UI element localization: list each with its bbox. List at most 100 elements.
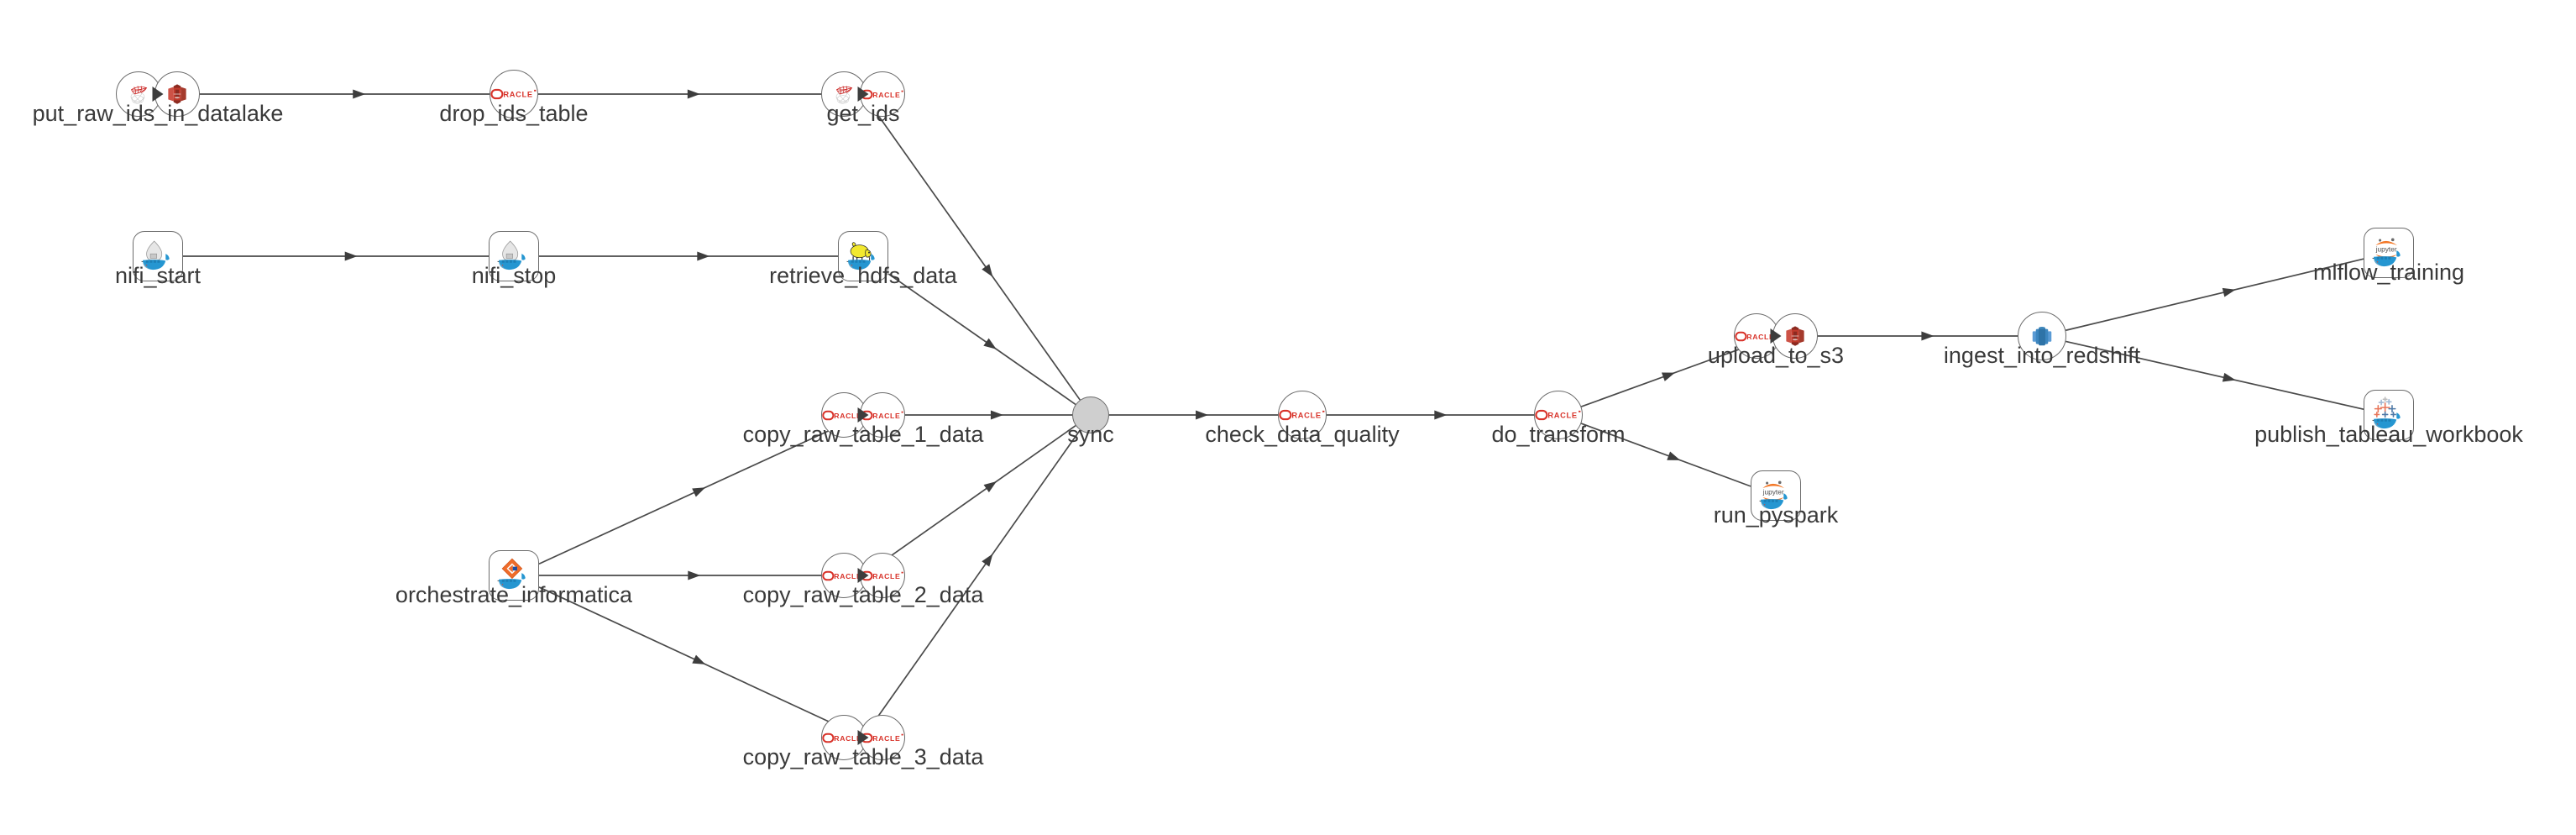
pair-joint-arrow-icon xyxy=(1770,328,1782,344)
dag-node-copy_raw_table_3_data[interactable]: RACLE RACLE copy_raw_table_3_data xyxy=(743,715,983,769)
node-shape: RACLE xyxy=(490,70,538,118)
edge-arrowhead-icon xyxy=(697,251,710,261)
edge-arrowhead-icon xyxy=(1667,451,1681,460)
dag-node-label: upload_to_s3 xyxy=(1707,343,1845,368)
dag-node-ingest_into_redshift[interactable]: ingest_into_redshift xyxy=(1944,312,2140,368)
edge-arrowhead-icon xyxy=(353,89,366,99)
pair-joint-arrow-icon xyxy=(857,87,869,102)
node-icon-pair: RACLE xyxy=(1734,313,1818,359)
dag-node-label: mlflow_training xyxy=(2312,260,2465,285)
dag-edge-do_transform-to-upload_to_s3 xyxy=(1580,348,1741,407)
redshift-cluster-icon xyxy=(2032,326,2052,346)
dag-node-orchestrate_informatica[interactable]: orchestrate_informatica xyxy=(395,550,632,607)
pair-joint-arrow-icon xyxy=(857,407,869,423)
node-icon-pair: RACLE xyxy=(821,71,905,117)
svg-text:RACLE: RACLE xyxy=(872,571,900,580)
edge-arrowhead-icon xyxy=(688,570,701,580)
svg-text:RACLE: RACLE xyxy=(872,411,900,419)
oracle-icon: RACLE xyxy=(1535,409,1581,421)
edge-arrowhead-icon xyxy=(1434,410,1448,420)
edge-arrowhead-icon xyxy=(687,89,700,99)
edge-arrowhead-icon xyxy=(990,410,1003,420)
hadoop-docker-icon xyxy=(846,241,875,270)
edge-arrowhead-icon xyxy=(344,251,358,261)
dag-node-label: check_data_quality xyxy=(1205,422,1400,447)
edge-arrowhead-icon xyxy=(982,554,993,567)
dag-node-label: retrieve_hdfs_data xyxy=(769,263,957,288)
dag-node-do_transform[interactable]: RACLE do_transform xyxy=(1491,391,1626,447)
dag-node-publish_tableau_workbook[interactable]: publish_tableau_workbook xyxy=(2254,390,2523,447)
node-shape: RACLE xyxy=(1278,391,1327,439)
edge-arrowhead-icon xyxy=(2222,287,2236,297)
dag-node-copy_raw_table_2_data[interactable]: RACLE RACLE copy_raw_table_2_data xyxy=(743,553,983,607)
dag-node-mlflow_training[interactable]: jupyter mlflow_training xyxy=(2313,228,2464,285)
dag-node-run_pyspark[interactable]: jupyter run_pyspark xyxy=(1714,470,1838,528)
dag-node-check_data_quality[interactable]: RACLE check_data_quality xyxy=(1205,391,1400,447)
svg-text:RACLE: RACLE xyxy=(1547,412,1577,420)
dag-node-nifi_stop[interactable]: nifi_stop xyxy=(472,231,556,288)
dag-edge-orchestrate_informatica-to-copy_raw_table_1_data xyxy=(538,428,832,565)
dag-node-copy_raw_table_1_data[interactable]: RACLE RACLE copy_raw_table_1_data xyxy=(743,392,983,447)
svg-text:RACLE: RACLE xyxy=(834,571,861,580)
jupyter-docker-icon: jupyter xyxy=(2372,238,2401,266)
dag-node-nifi_start[interactable]: nifi_start xyxy=(115,231,201,288)
dag-node-retrieve_hdfs_data[interactable]: retrieve_hdfs_data xyxy=(769,231,957,288)
oracle-icon: RACLE xyxy=(490,88,537,100)
node-shape xyxy=(838,231,888,281)
redshift-cube-icon xyxy=(168,84,186,104)
dag-node-label: put_raw_ids_in_datalake xyxy=(32,101,284,126)
edge-arrowhead-icon xyxy=(1196,410,1209,420)
dag-edge-do_transform-to-run_pyspark xyxy=(1580,423,1751,487)
dag-node-upload_to_s3[interactable]: RACLE upload_to_s3 xyxy=(1708,313,1844,368)
node-icon-pair: RACLE RACLE xyxy=(821,553,905,598)
edge-arrowhead-icon xyxy=(982,264,993,277)
dag-edge-retrieve_hdfs_data-to-sync xyxy=(887,273,1076,406)
edge-arrowhead-icon xyxy=(692,654,706,664)
node-shape: jupyter xyxy=(2364,228,2414,278)
dag-node-put_raw_ids_in_datalake[interactable]: put_raw_ids_in_datalake xyxy=(33,71,283,126)
tableau-docker-icon xyxy=(2372,396,2401,428)
edge-arrowhead-icon xyxy=(983,481,997,493)
pair-joint-arrow-icon xyxy=(857,730,869,745)
node-icon-pair xyxy=(116,71,200,117)
dag-node-label: ingest_into_redshift xyxy=(1943,343,2141,368)
node-icon-pair: RACLE RACLE xyxy=(821,715,905,760)
node-shape-left: RACLE xyxy=(1734,313,1779,359)
svg-text:RACLE: RACLE xyxy=(1746,332,1774,340)
pair-joint-arrow-icon xyxy=(857,568,869,583)
dag-node-label: drop_ids_table xyxy=(439,101,589,126)
edge-arrowhead-icon xyxy=(2222,372,2236,382)
dag-node-label: orchestrate_informatica xyxy=(395,582,633,607)
node-shape xyxy=(2364,390,2414,440)
dag-edge-copy_raw_table_2_data-to-sync xyxy=(887,424,1076,559)
node-shape-left xyxy=(116,71,161,117)
dag-node-get_ids[interactable]: RACLE get_ids xyxy=(821,71,905,126)
sqlserver-icon xyxy=(130,86,148,104)
dag-node-label: publish_tableau_workbook xyxy=(2254,422,2523,447)
svg-text:RACLE: RACLE xyxy=(834,411,861,419)
svg-text:jupyter: jupyter xyxy=(1762,487,1784,496)
dag-edge-ingest_into_redshift-to-mlflow_training xyxy=(2066,258,2364,332)
dag-node-label: copy_raw_table_2_data xyxy=(742,582,984,607)
svg-text:RACLE: RACLE xyxy=(1291,412,1321,420)
dag-edge-get_ids-to-sync xyxy=(877,114,1081,401)
dag-node-label: do_transform xyxy=(1491,422,1626,447)
node-shape xyxy=(2018,312,2066,360)
dag-node-label: run_pyspark xyxy=(1713,502,1839,528)
dag-node-sync[interactable]: sync xyxy=(1067,396,1114,447)
node-shape xyxy=(133,231,183,281)
dag-node-drop_ids_table[interactable]: RACLE drop_ids_table xyxy=(439,70,589,126)
oracle-icon: RACLE xyxy=(1279,409,1325,421)
dag-edge-copy_raw_table_3_data-to-sync xyxy=(877,429,1081,717)
nifi-docker-icon xyxy=(141,240,170,270)
node-shape-sync xyxy=(1072,396,1109,433)
edge-arrowhead-icon xyxy=(692,487,706,497)
edge-arrowhead-icon xyxy=(983,338,997,349)
sqlserver-icon xyxy=(835,86,853,104)
dag-node-label: copy_raw_table_1_data xyxy=(742,422,984,447)
node-shape xyxy=(489,550,539,601)
informatica-docker-icon xyxy=(497,558,526,589)
svg-text:RACLE: RACLE xyxy=(872,733,900,742)
